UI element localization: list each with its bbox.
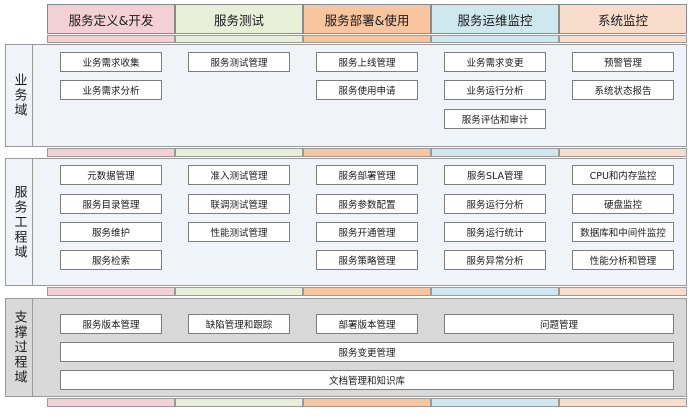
column-color-strip bbox=[431, 148, 559, 157]
engineering-function-box: 性能测试管理 bbox=[188, 222, 290, 242]
business-function-box: 业务需求分析 bbox=[60, 80, 162, 100]
business-function-box: 服务测试管理 bbox=[188, 52, 290, 72]
column-header: 系统监控 bbox=[559, 4, 687, 34]
business-function-box: 服务使用申请 bbox=[316, 80, 418, 100]
column-color-strip bbox=[303, 148, 431, 157]
engineering-function-box: 服务部署管理 bbox=[316, 165, 418, 185]
column-color-strip bbox=[175, 398, 303, 407]
column-color-strip bbox=[431, 35, 559, 43]
column-header: 服务测试 bbox=[175, 4, 303, 34]
column-color-strip bbox=[303, 35, 431, 43]
support-function-box: 服务版本管理 bbox=[60, 314, 162, 334]
column-color-strip bbox=[559, 398, 687, 407]
column-header: 服务定义&开发 bbox=[47, 4, 175, 34]
column-color-strip bbox=[47, 35, 175, 43]
business-function-box: 系统状态报告 bbox=[572, 80, 674, 100]
engineering-function-box: 服务目录管理 bbox=[60, 194, 162, 214]
business-function-box: 服务评估和审计 bbox=[444, 109, 546, 129]
column-color-strip bbox=[175, 148, 303, 157]
column-color-strip bbox=[303, 287, 431, 296]
engineering-function-box: 准入测试管理 bbox=[188, 165, 290, 185]
column-color-strip bbox=[559, 148, 687, 157]
engineering-function-box: 服务异常分析 bbox=[444, 250, 546, 270]
engineering-function-box: 服务策略管理 bbox=[316, 250, 418, 270]
engineering-function-box: 硬盘监控 bbox=[572, 194, 674, 214]
business-function-box: 业务运行分析 bbox=[444, 80, 546, 100]
support-function-box-wide: 服务变更管理 bbox=[60, 342, 674, 362]
business-function-box: 预警管理 bbox=[572, 52, 674, 72]
column-color-strip bbox=[431, 287, 559, 296]
engineering-function-box: CPU和内存监控 bbox=[572, 165, 674, 185]
engineering-function-box: 元数据管理 bbox=[60, 165, 162, 185]
engineering-function-box: 联调测试管理 bbox=[188, 194, 290, 214]
support-domain-label: 支撑过程域 bbox=[6, 299, 33, 396]
engineering-function-box: 服务SLA管理 bbox=[444, 165, 546, 185]
column-header: 服务部署&使用 bbox=[303, 4, 431, 34]
column-color-strip bbox=[559, 287, 687, 296]
business-function-box: 业务需求变更 bbox=[444, 52, 546, 72]
business-function-box: 业务需求收集 bbox=[60, 52, 162, 72]
column-color-strip bbox=[47, 287, 175, 296]
column-color-strip bbox=[559, 35, 687, 43]
support-function-box-wide: 文档管理和知识库 bbox=[60, 370, 674, 390]
engineering-function-box: 服务开通管理 bbox=[316, 222, 418, 242]
engineering-function-box: 性能分析和管理 bbox=[572, 250, 674, 270]
engineering-function-box: 服务运行分析 bbox=[444, 194, 546, 214]
column-color-strip bbox=[47, 148, 175, 157]
column-color-strip bbox=[47, 398, 175, 407]
engineering-function-box: 服务运行统计 bbox=[444, 222, 546, 242]
column-color-strip bbox=[431, 398, 559, 407]
support-function-box: 问题管理 bbox=[444, 314, 674, 334]
engineering-function-box: 服务检索 bbox=[60, 250, 162, 270]
engineering-function-box: 数据库和中间件监控 bbox=[572, 222, 674, 242]
engineering-function-box: 服务参数配置 bbox=[316, 194, 418, 214]
column-header: 服务运维监控 bbox=[431, 4, 559, 34]
support-function-box: 部署版本管理 bbox=[316, 314, 418, 334]
business-function-box: 服务上线管理 bbox=[316, 52, 418, 72]
column-color-strip bbox=[175, 35, 303, 43]
column-color-strip bbox=[303, 398, 431, 407]
column-color-strip bbox=[175, 287, 303, 296]
business-domain-label: 业务域 bbox=[6, 45, 33, 146]
engineering-function-box: 服务维护 bbox=[60, 222, 162, 242]
support-function-box: 缺陷管理和跟踪 bbox=[188, 314, 290, 334]
engineering-domain-label: 服务工程域 bbox=[6, 159, 33, 285]
